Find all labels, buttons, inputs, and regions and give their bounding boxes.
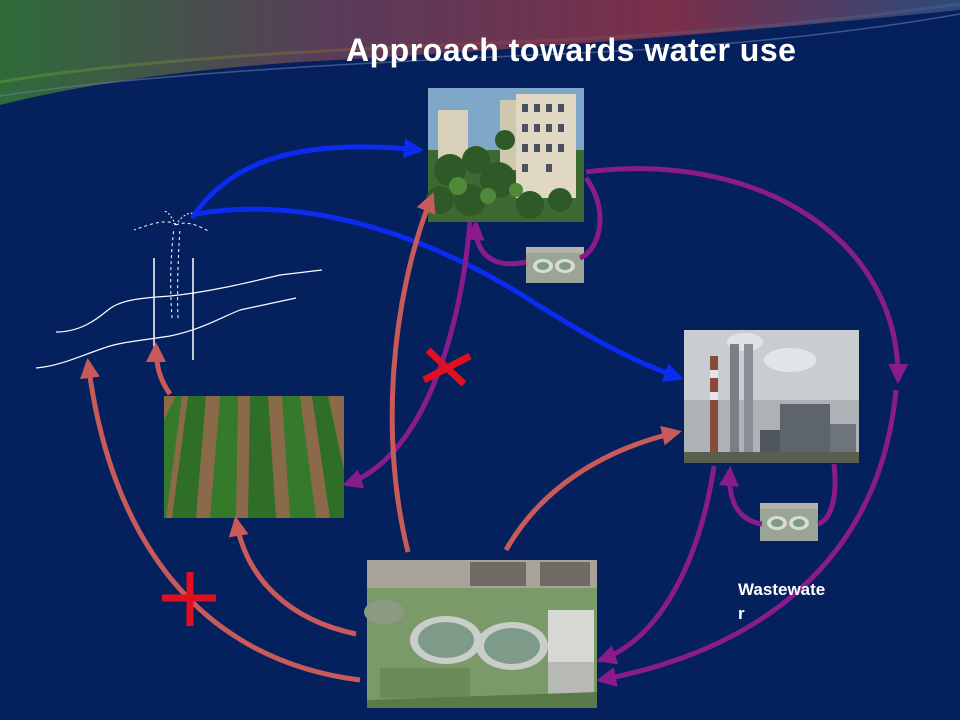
small-treatment-plant-icon [526,247,584,283]
treatment-plant-icon [364,560,597,708]
reclaimed-arrow-plant-to-city [389,192,436,553]
slide-title: Approach towards water use [346,32,797,68]
aquifer-well-icon [35,211,323,369]
wastewater-arrow-city-loop [578,176,603,261]
cross-mark-icon [422,347,472,387]
farm-field-icon [164,396,344,518]
wastewater-arrow-industry-loop [816,463,838,527]
wastewater-arrow-city-to-farm [342,221,473,489]
wastewater-arrow-city-to-plant [596,389,899,687]
reclaimed-arrow-farm-to-aquifer [146,342,173,396]
industrial-plant-icon [684,330,859,463]
reclaimed-arrow-plant-to-industry [503,425,682,552]
city-buildings-icon [426,88,584,222]
small-treatment-plant-icon [760,503,818,541]
freshwater-arrow-to-city [189,138,424,220]
reclaimed-arrow-plant-to-aquifer [80,358,361,683]
wastewater-label: Wastewate r [738,580,826,623]
freshwater-arrow-to-industry [195,206,684,382]
wastewater-arrow-loop-to-city [464,220,527,267]
wastewater-arrow-loop-to-industry [718,466,763,527]
wastewater-arrow-industry-to-plant [596,465,717,665]
reclaimed-arrow-plant-to-farm [228,516,357,637]
cross-mark-icon [162,572,216,626]
wastewater-arrow-city-to-treatment [585,166,909,384]
